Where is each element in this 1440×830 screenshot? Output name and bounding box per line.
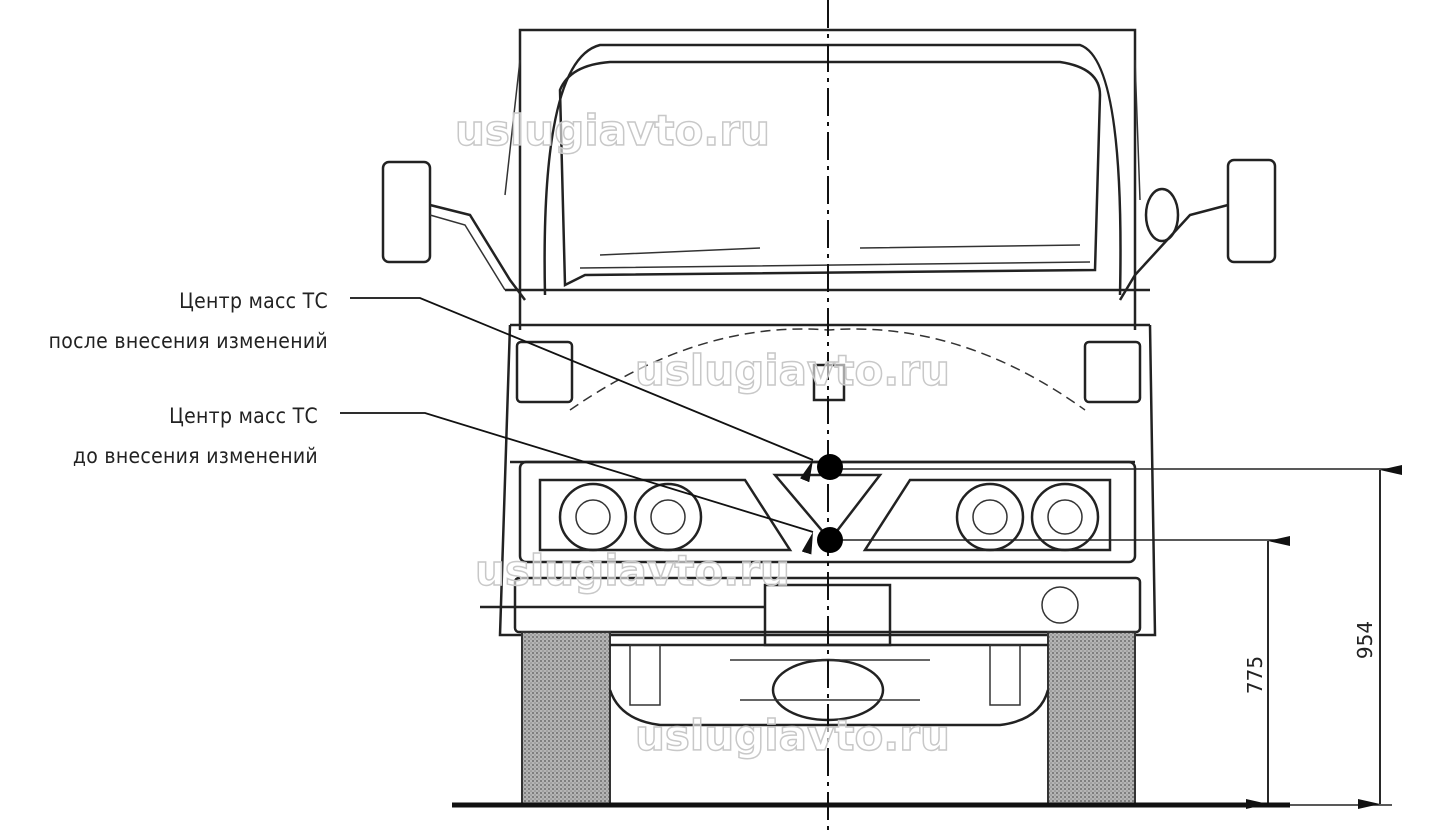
leader-before — [340, 412, 814, 555]
watermark: uslugiavto.ru — [455, 106, 770, 155]
label-after-line1: Центр масс ТС — [179, 289, 328, 313]
label-before-line2: до внесения изменений — [73, 444, 318, 468]
headlight — [955, 482, 1025, 552]
headlight — [633, 482, 703, 552]
leader-after — [350, 297, 814, 483]
undercarriage — [608, 643, 1050, 727]
right-wheel — [1047, 631, 1136, 805]
label-after-line2: после внесения изменений — [49, 329, 328, 353]
center-of-mass-before — [817, 527, 843, 553]
watermark: uslugiavto.ru — [635, 711, 950, 760]
watermark: uslugiavto.ru — [475, 546, 790, 595]
left-wheel — [521, 631, 611, 805]
watermark: uslugiavto.ru — [635, 346, 950, 395]
dimension-775-label: 775 — [1243, 656, 1267, 694]
center-of-mass-after — [817, 454, 843, 480]
headlight — [558, 482, 628, 552]
headlight — [1030, 482, 1100, 552]
label-before-line1: Центр масс ТС — [169, 404, 318, 428]
left-mirror — [381, 160, 526, 301]
right-mirror — [1118, 158, 1277, 301]
dimension-954-label: 954 — [1353, 621, 1377, 659]
